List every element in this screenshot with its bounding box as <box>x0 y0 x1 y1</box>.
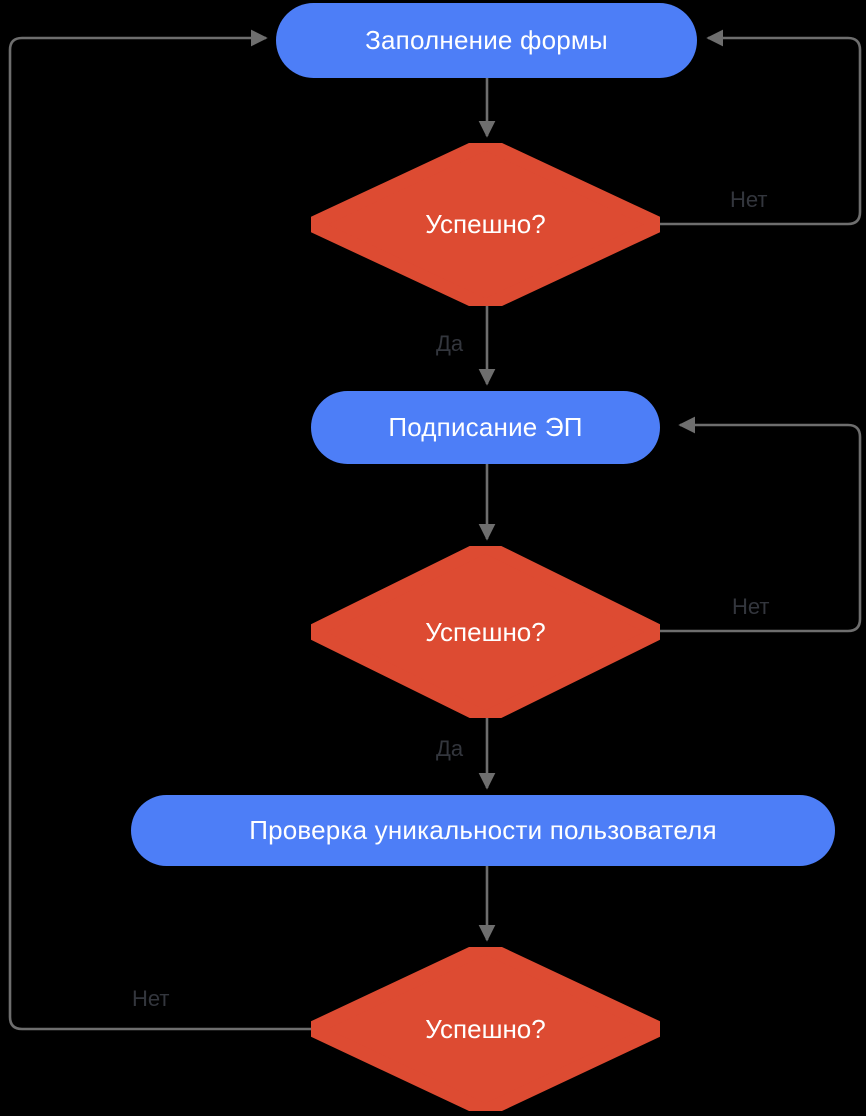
node-unique-label: Проверка уникальности пользователя <box>249 815 717 845</box>
edge-label-no-3: Нет <box>132 986 170 1011</box>
node-check3[interactable]: Успешно? <box>311 947 660 1111</box>
decision-diamond-shape <box>311 143 660 306</box>
edge-label-no-1: Нет <box>730 187 768 212</box>
node-sign[interactable]: Подписание ЭП <box>311 391 660 464</box>
node-unique[interactable]: Проверка уникальности пользователя <box>131 795 835 866</box>
decision-diamond-shape <box>311 947 660 1111</box>
edge-label-yes-1: Да <box>436 331 464 356</box>
edge-label-yes-2: Да <box>436 736 464 761</box>
edge-check2-to-sign-no <box>660 416 862 633</box>
edge-check3-to-form-no <box>8 29 311 1031</box>
node-form[interactable]: Заполнение формы <box>276 3 697 78</box>
node-form-label: Заполнение формы <box>365 25 608 55</box>
node-sign-label: Подписание ЭП <box>388 412 583 442</box>
edge-label-no-2: Нет <box>732 594 770 619</box>
node-check2[interactable]: Успешно? <box>311 546 660 718</box>
edge-check1-to-form-no <box>660 29 862 226</box>
decision-diamond-shape <box>311 546 660 718</box>
node-check1[interactable]: Успешно? <box>311 143 660 306</box>
